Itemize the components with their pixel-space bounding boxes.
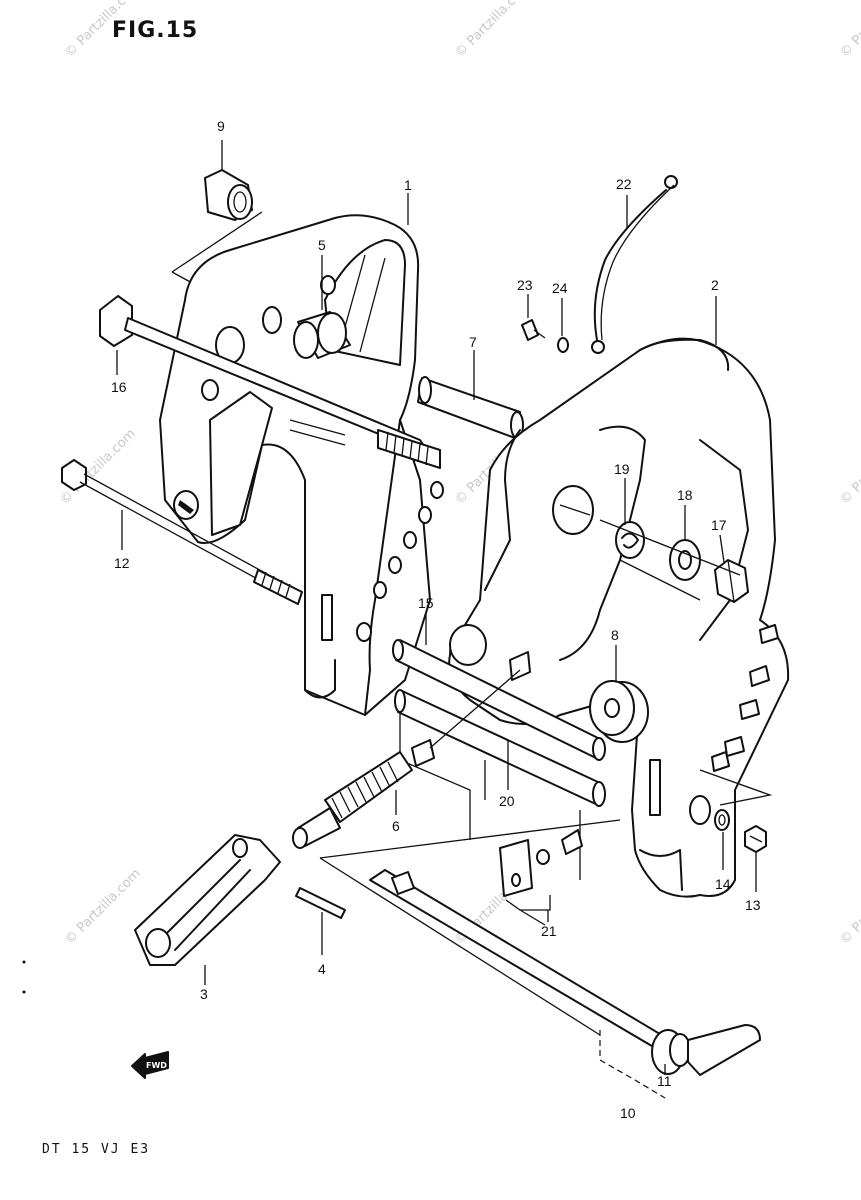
assembly-guide-line [599,519,741,601]
leader-lines [221,140,717,345]
callout-10: 10 [620,1105,636,1121]
callout-labels: 1 2 3 4 5 6 7 8 9 10 11 12 13 14 15 16 1… [111,118,761,1121]
part-3-clamp-lever [134,834,281,985]
part-22-ground-wire [591,175,678,354]
callout-2: 2 [711,277,719,293]
part-15-shaft [392,612,606,761]
callout-12: 12 [114,555,130,571]
part-6-threaded-stop [292,669,521,849]
callout-19: 19 [614,461,630,477]
part-4-pin [295,887,346,955]
callout-13: 13 [745,897,761,913]
callout-23: 23 [517,277,533,293]
figure-title: FIG.15 [112,18,199,43]
callout-14: 14 [715,876,731,892]
callout-20: 20 [499,793,515,809]
arrow-left-icon [131,1051,169,1079]
part-5-bushing [293,311,351,359]
part-8-washer-plate [589,645,649,743]
watermark-2: © Partzilla.com [452,0,534,61]
callout-15: 15 [418,595,434,611]
part-13-nut [744,825,767,892]
callout-22: 22 [616,176,632,192]
callout-3: 3 [200,986,208,1002]
part-24-washer [557,298,569,353]
callout-7: 7 [469,334,477,350]
model-code: DT 15 VJ E3 [42,1142,151,1157]
callout-8: 8 [611,627,619,643]
part-17-nut [714,534,749,603]
callout-4: 4 [318,961,326,977]
callout-21: 21 [541,923,557,939]
part-2-right-clamp-bracket [448,337,790,898]
margin-specks [22,960,26,994]
callout-24: 24 [552,280,568,296]
part-20-shaft [394,689,606,880]
watermark-3: © Partzilla.com [837,0,861,61]
part-7-spacer-tube [417,350,524,439]
callout-18: 18 [677,487,693,503]
watermark-1: © Partzilla.com [62,0,144,61]
part-16-through-bolt [99,295,441,469]
callout-11: 11 [657,1073,672,1089]
part-23-screw [521,294,546,341]
part-10-rod-assembly [319,819,671,1099]
callout-5: 5 [318,237,326,253]
fwd-direction-marker: FWD [131,1051,169,1079]
callout-6: 6 [392,818,400,834]
fwd-label: FWD [146,1061,167,1070]
part-11-handle-grip [651,1024,761,1076]
watermark-7: © Partzilla.com [62,866,144,948]
part-21-stopper [499,829,583,926]
callout-16: 16 [111,379,127,395]
callout-1: 1 [404,177,412,193]
part-12-long-bolt [61,459,303,605]
watermark-9: © Partzilla.com [837,866,861,948]
part-14-lock-washer [714,809,730,870]
watermark-6: © Partzilla.com [837,426,861,508]
callout-9: 9 [217,118,225,134]
callout-17: 17 [711,517,727,533]
part-19-wave-washer [615,478,645,559]
